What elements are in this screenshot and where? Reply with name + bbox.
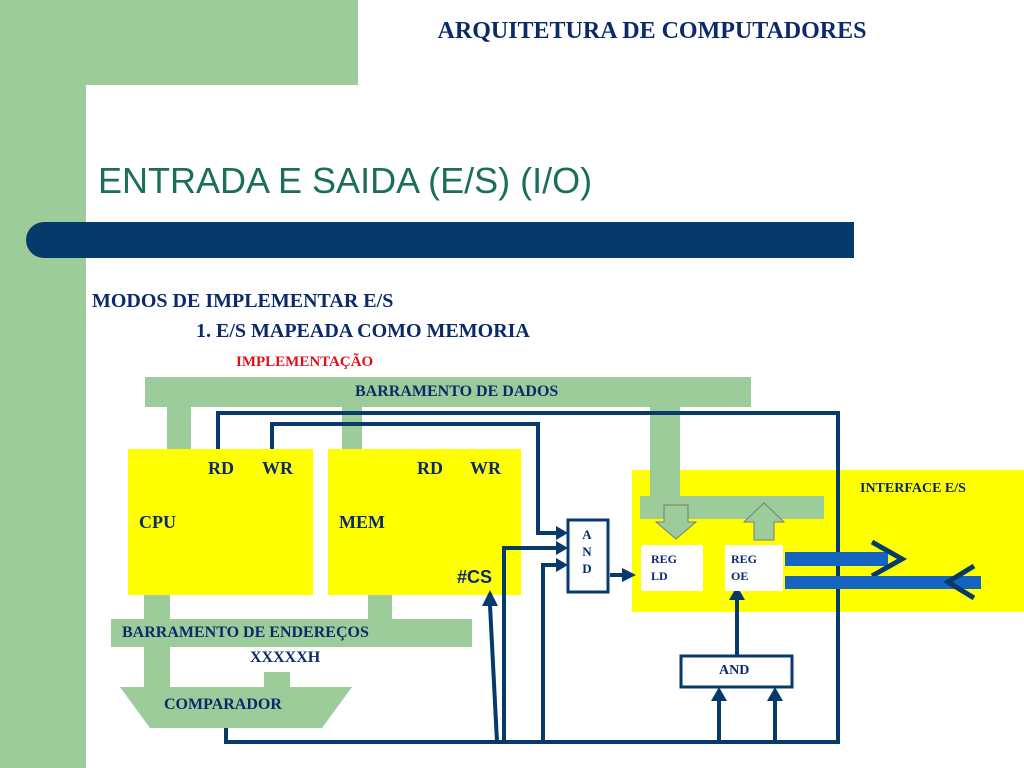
cpu-box — [128, 449, 313, 595]
comparator-input-stub — [264, 672, 290, 688]
and-gate — [566, 518, 610, 594]
content-corner — [86, 85, 358, 768]
input-arrow-head — [943, 563, 976, 601]
list-item-memory-mapped: 1. E/S MAPEADA COMO MEMORIA — [196, 320, 530, 342]
data-bus-interface-stub — [650, 407, 680, 497]
and-box — [679, 654, 794, 689]
left-decor-strip — [0, 0, 86, 768]
mem-cs-label: #CS — [457, 567, 493, 587]
address-bus-comparator-stub — [144, 647, 170, 687]
top-decor-band — [0, 0, 358, 85]
reg-ld-line1: REG — [651, 552, 678, 566]
cpu-label: CPU — [139, 512, 176, 532]
comparator-shape — [120, 687, 352, 728]
reg-oe-box — [725, 545, 783, 591]
title-divider-bar — [26, 222, 854, 258]
address-bus — [111, 619, 472, 647]
mem-rd-label: RD — [417, 458, 443, 478]
and-gate-letter-n: N — [582, 544, 592, 559]
input-line — [785, 576, 981, 589]
output-arrow-head — [870, 539, 908, 579]
reg-oe-line2: OE — [731, 569, 749, 583]
reg-ld-line2: LD — [651, 569, 668, 583]
reg-oe-output-arrow — [742, 502, 786, 541]
cpu-rd-label: RD — [208, 458, 234, 478]
rd-control-line — [216, 411, 840, 744]
and-gate-label: A N D — [580, 526, 594, 577]
section-label: IMPLEMENTAÇÃO — [236, 354, 374, 370]
data-bus-mem-stub — [342, 407, 362, 449]
and-gate-letter-d: D — [582, 561, 592, 576]
mem-label: MEM — [339, 512, 385, 532]
and-box-label: AND — [719, 663, 750, 678]
cpu-wr-label: WR — [262, 458, 293, 478]
address-bus-mem-stub — [368, 595, 392, 620]
output-line — [785, 552, 888, 566]
reg-ld-load-arrow — [654, 504, 698, 540]
reg-oe-line1: REG — [731, 552, 758, 566]
mem-box — [328, 449, 521, 595]
data-bus-cpu-stub — [167, 407, 191, 449]
page-title: ENTRADA E SAIDA (E/S) (I/O) — [98, 160, 593, 201]
address-bus-label: BARRAMENTO DE ENDEREÇOS — [122, 624, 369, 641]
subtitle: MODOS DE IMPLEMENTAR E/S — [92, 290, 394, 312]
mem-wr-label: WR — [470, 458, 501, 478]
data-bus — [145, 377, 751, 407]
comparator-label: COMPARADOR — [164, 696, 282, 713]
and-gate-letter-a: A — [582, 527, 592, 542]
address-bus-cpu-stub — [144, 595, 170, 620]
data-bus-label: BARRAMENTO DE DADOS — [355, 383, 559, 400]
reg-ld-label: REG LD — [651, 551, 677, 585]
interface-label: INTERFACE E/S — [860, 481, 966, 496]
reg-ld-box — [641, 545, 703, 591]
reg-oe-label: REG OE — [731, 551, 757, 585]
course-title: ARQUITETURA DE COMPUTADORES — [437, 18, 867, 44]
address-value-label: XXXXXH — [250, 649, 321, 666]
